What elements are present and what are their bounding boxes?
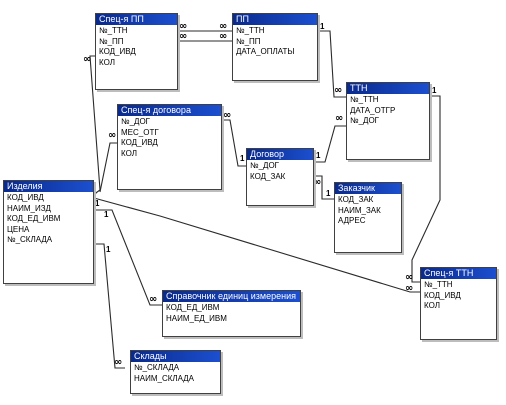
field-item: КОД_ЗАК bbox=[338, 195, 374, 204]
field-item: КОД_ИВД bbox=[7, 193, 44, 202]
card-zak-one: 1 bbox=[326, 189, 331, 198]
card-specpp-izd-many: ∞ bbox=[83, 54, 91, 65]
card-ttn-one-spec: 1 bbox=[432, 86, 437, 95]
field-item: ДАТА_ОПЛАТЫ bbox=[236, 47, 295, 56]
field-item: №_СКЛАДА bbox=[134, 363, 180, 372]
rel-dogovor-specdog bbox=[222, 119, 246, 167]
table-title: Склады bbox=[131, 351, 220, 362]
card-specttn-many-1: ∞ bbox=[405, 272, 413, 283]
card-specdog-many-dog: ∞ bbox=[223, 110, 231, 121]
card-specpp-many-1: ∞ bbox=[179, 21, 187, 32]
field-item: №_ПП bbox=[99, 36, 124, 46]
table-ttn[interactable]: ТТН №_ТТН ДАТА_ОТГР №_ДОГ bbox=[346, 82, 430, 160]
field-item: №_ТТН bbox=[99, 26, 128, 35]
field-item: КОЛ bbox=[99, 57, 115, 67]
field-item: МЕС_ОТГ bbox=[121, 127, 159, 137]
field-item: КОД_ИВД bbox=[99, 47, 136, 56]
card-izd-one-ttn: 1 bbox=[95, 199, 100, 208]
field-item: КОЛ bbox=[121, 148, 137, 158]
field-item: №_ТТН bbox=[424, 280, 453, 289]
field-item: КОД_ЕД_ИВМ bbox=[7, 214, 61, 223]
card-ttn-many-pp: ∞ bbox=[334, 85, 342, 96]
table-title: Изделия bbox=[4, 181, 93, 192]
field-item: №_СКЛАДА bbox=[7, 235, 53, 244]
table-title: Справочник единиц измерения bbox=[163, 291, 300, 302]
field-item: КОЛ bbox=[424, 301, 440, 310]
table-title: ПП bbox=[233, 14, 317, 25]
table-title: Договор bbox=[247, 149, 313, 160]
field-item: НАИМ_ЗАК bbox=[338, 205, 381, 215]
rel-izdeliya-spred bbox=[94, 209, 162, 306]
field-item: НАИМ_ИЗД bbox=[7, 203, 51, 213]
field-item: ЦЕНА bbox=[7, 224, 30, 234]
field-item: АДРЕС bbox=[338, 216, 366, 225]
field-item: ДАТА_ОТГР bbox=[350, 105, 396, 115]
card-pp-one: 1 bbox=[320, 22, 325, 31]
table-title: Заказчик bbox=[335, 183, 401, 194]
field-item: КОД_ИВД bbox=[424, 290, 461, 300]
card-izd-one-spr: 1 bbox=[104, 210, 109, 219]
table-sklady[interactable]: Склады №_СКЛАДА НАИМ_СКЛАДА bbox=[130, 350, 221, 394]
card-pp-many-1: ∞ bbox=[219, 21, 227, 32]
card-specpp-many-2: ∞ bbox=[179, 31, 187, 42]
field-item: НАИМ_ЕД_ИВМ bbox=[166, 313, 227, 323]
card-dogovor-many-zak: ∞ bbox=[313, 177, 321, 188]
table-zakazchik[interactable]: Заказчик КОД_ЗАК НАИМ_ЗАК АДРЕС bbox=[334, 182, 402, 253]
table-izdeliya[interactable]: Изделия КОД_ИВД НАИМ_ИЗД КОД_ЕД_ИВМ ЦЕНА… bbox=[3, 180, 94, 284]
card-ttn-many-dog: ∞ bbox=[335, 113, 343, 124]
card-pp-many-2: ∞ bbox=[219, 31, 227, 42]
field-item: КОД_ЗАК bbox=[250, 171, 286, 181]
rel-ttn-dogovor bbox=[314, 125, 346, 163]
table-dogovor[interactable]: Договор №_ДОГ КОД_ЗАК bbox=[246, 148, 314, 206]
table-spec-ttn[interactable]: Спец-я ТТН №_ТТН КОД_ИВД КОЛ bbox=[420, 267, 497, 340]
table-title: Спец-я ТТН bbox=[421, 268, 496, 279]
table-pp[interactable]: ПП №_ТТН №_ПП ДАТА_ОПЛАТЫ bbox=[232, 13, 318, 81]
rel-izdeliya-sklady bbox=[94, 243, 125, 369]
card-skl-many: ∞ bbox=[114, 357, 122, 368]
table-title: ТТН bbox=[347, 83, 429, 94]
table-spec-pp[interactable]: Спец-я ПП №_ТТН №_ПП КОД_ИВД КОЛ bbox=[95, 13, 178, 90]
rel-specdog-izdeliya bbox=[99, 142, 117, 193]
field-item: №_ТТН bbox=[236, 26, 265, 35]
card-spr-many: ∞ bbox=[149, 294, 157, 305]
field-item: №_ДОГ bbox=[350, 116, 380, 125]
rel-pp-ttn bbox=[318, 30, 346, 98]
card-izd-one-skl: 1 bbox=[106, 245, 111, 254]
table-spravochnik-edinic[interactable]: Справочник единиц измерения КОД_ЕД_ИВМ Н… bbox=[162, 290, 301, 337]
field-item: №_ТТН bbox=[350, 95, 379, 104]
card-dogovor-one-ttn: 1 bbox=[316, 151, 321, 160]
table-spec-dogovora[interactable]: Спец-я договора №_ДОГ МЕС_ОТГ КОД_ИВД КО… bbox=[117, 104, 222, 190]
field-item: №_ДОГ bbox=[121, 117, 151, 126]
field-item: №_ПП bbox=[236, 36, 261, 46]
rel-dogovor-zakazchik bbox=[314, 175, 334, 200]
table-title: Спец-я ПП bbox=[96, 14, 177, 25]
card-specdog-many: ∞ bbox=[108, 130, 116, 141]
table-title: Спец-я договора bbox=[118, 105, 221, 116]
card-dogovor-one-spec: 1 bbox=[240, 154, 245, 163]
card-specttn-many-2: ∞ bbox=[405, 283, 413, 294]
field-item: КОД_ИВД bbox=[121, 138, 158, 147]
field-item: КОД_ЕД_ИВМ bbox=[166, 303, 220, 312]
field-item: НАИМ_СКЛАДА bbox=[134, 373, 195, 383]
field-item: №_ДОГ bbox=[250, 161, 280, 170]
